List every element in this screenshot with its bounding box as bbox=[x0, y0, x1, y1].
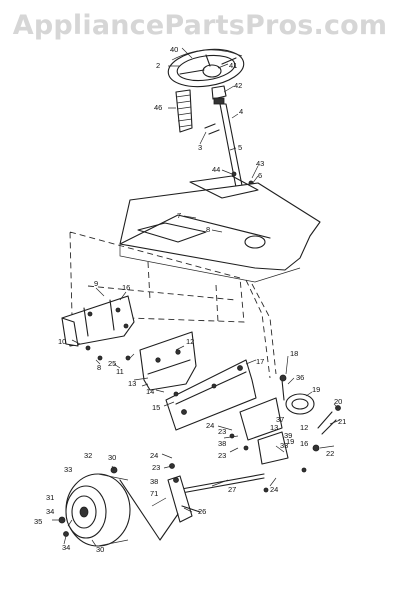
callout-labels: 40 2 41 42 46 4 3 5 44 43 6 7 8 9 16 10 … bbox=[34, 45, 346, 554]
callout-37: 37 bbox=[276, 415, 284, 424]
middle-bracket bbox=[139, 331, 197, 391]
callout-4: 4 bbox=[239, 107, 243, 116]
callout-35: 35 bbox=[34, 517, 42, 526]
frame-connector bbox=[245, 279, 277, 379]
callout-38: 38 bbox=[218, 439, 226, 448]
callout-71: 71 bbox=[150, 489, 158, 498]
callout-9: 9 bbox=[94, 279, 98, 288]
callout-6: 6 bbox=[258, 171, 262, 180]
bolts bbox=[85, 345, 307, 493]
dash-panel bbox=[119, 175, 321, 283]
callout-8-top: 8 bbox=[206, 225, 210, 234]
callout-40: 40 bbox=[170, 45, 178, 54]
callout-20: 20 bbox=[334, 397, 342, 406]
leader-lines bbox=[52, 47, 341, 547]
callout-16: 16 bbox=[122, 283, 130, 292]
callout-44: 44 bbox=[212, 165, 220, 174]
callout-41: 41 bbox=[229, 61, 237, 70]
callout-23-b: 23 bbox=[152, 463, 160, 472]
callout-12: 12 bbox=[186, 337, 194, 346]
callout-13: 13 bbox=[128, 379, 136, 388]
callout-32: 32 bbox=[84, 451, 92, 460]
hood-outline bbox=[69, 231, 245, 323]
callout-10: 10 bbox=[58, 337, 66, 346]
callout-24-b: 24 bbox=[150, 451, 158, 460]
callout-43: 43 bbox=[256, 159, 264, 168]
callout-25: 25 bbox=[108, 359, 116, 368]
callout-15: 15 bbox=[152, 403, 160, 412]
callout-16-b: 16 bbox=[300, 439, 308, 448]
callout-17: 17 bbox=[256, 357, 264, 366]
steering-hub bbox=[211, 85, 227, 105]
callout-34-a: 34 bbox=[46, 507, 54, 516]
tie-rod bbox=[167, 473, 265, 523]
callout-7: 7 bbox=[177, 211, 181, 220]
callout-3: 3 bbox=[198, 143, 202, 152]
wheel-hardware bbox=[58, 466, 179, 541]
steering-boot bbox=[175, 89, 193, 133]
callout-12-right: 12 bbox=[300, 423, 308, 432]
callout-39: 39 bbox=[284, 431, 292, 440]
callout-2: 2 bbox=[156, 61, 160, 70]
steering-gear bbox=[239, 374, 341, 465]
callout-27: 27 bbox=[228, 485, 236, 494]
callout-36: 36 bbox=[296, 373, 304, 382]
callout-19: 19 bbox=[312, 385, 320, 394]
callout-5: 5 bbox=[238, 143, 242, 152]
callout-30-a: 30 bbox=[108, 453, 116, 462]
callout-14: 14 bbox=[146, 387, 154, 396]
callout-13-right: 13 bbox=[270, 423, 278, 432]
axle-support bbox=[165, 359, 257, 431]
callout-21: 21 bbox=[338, 417, 346, 426]
callout-30-b: 30 bbox=[96, 545, 104, 554]
callout-22: 22 bbox=[326, 449, 334, 458]
callout-33: 33 bbox=[64, 465, 72, 474]
front-wheel bbox=[65, 473, 131, 547]
steering-wheel bbox=[167, 48, 245, 88]
callout-24-c: 24 bbox=[270, 485, 278, 494]
callout-23-c: 23 bbox=[218, 451, 226, 460]
callout-33-b: 33 bbox=[280, 441, 288, 450]
callout-11: 11 bbox=[116, 367, 124, 376]
callout-23-a: 23 bbox=[218, 427, 226, 436]
callout-18: 18 bbox=[290, 349, 298, 358]
callout-38-b: 38 bbox=[150, 477, 158, 486]
callout-42: 42 bbox=[234, 81, 242, 90]
callout-24-a: 24 bbox=[206, 421, 214, 430]
callout-8-left: 8 bbox=[97, 363, 101, 372]
callout-46: 46 bbox=[154, 103, 162, 112]
callout-31: 31 bbox=[46, 493, 54, 502]
callout-34-b: 34 bbox=[62, 543, 70, 552]
callout-19-b: 19 bbox=[286, 437, 294, 446]
callout-26: 26 bbox=[198, 507, 206, 516]
left-bracket bbox=[61, 295, 135, 347]
